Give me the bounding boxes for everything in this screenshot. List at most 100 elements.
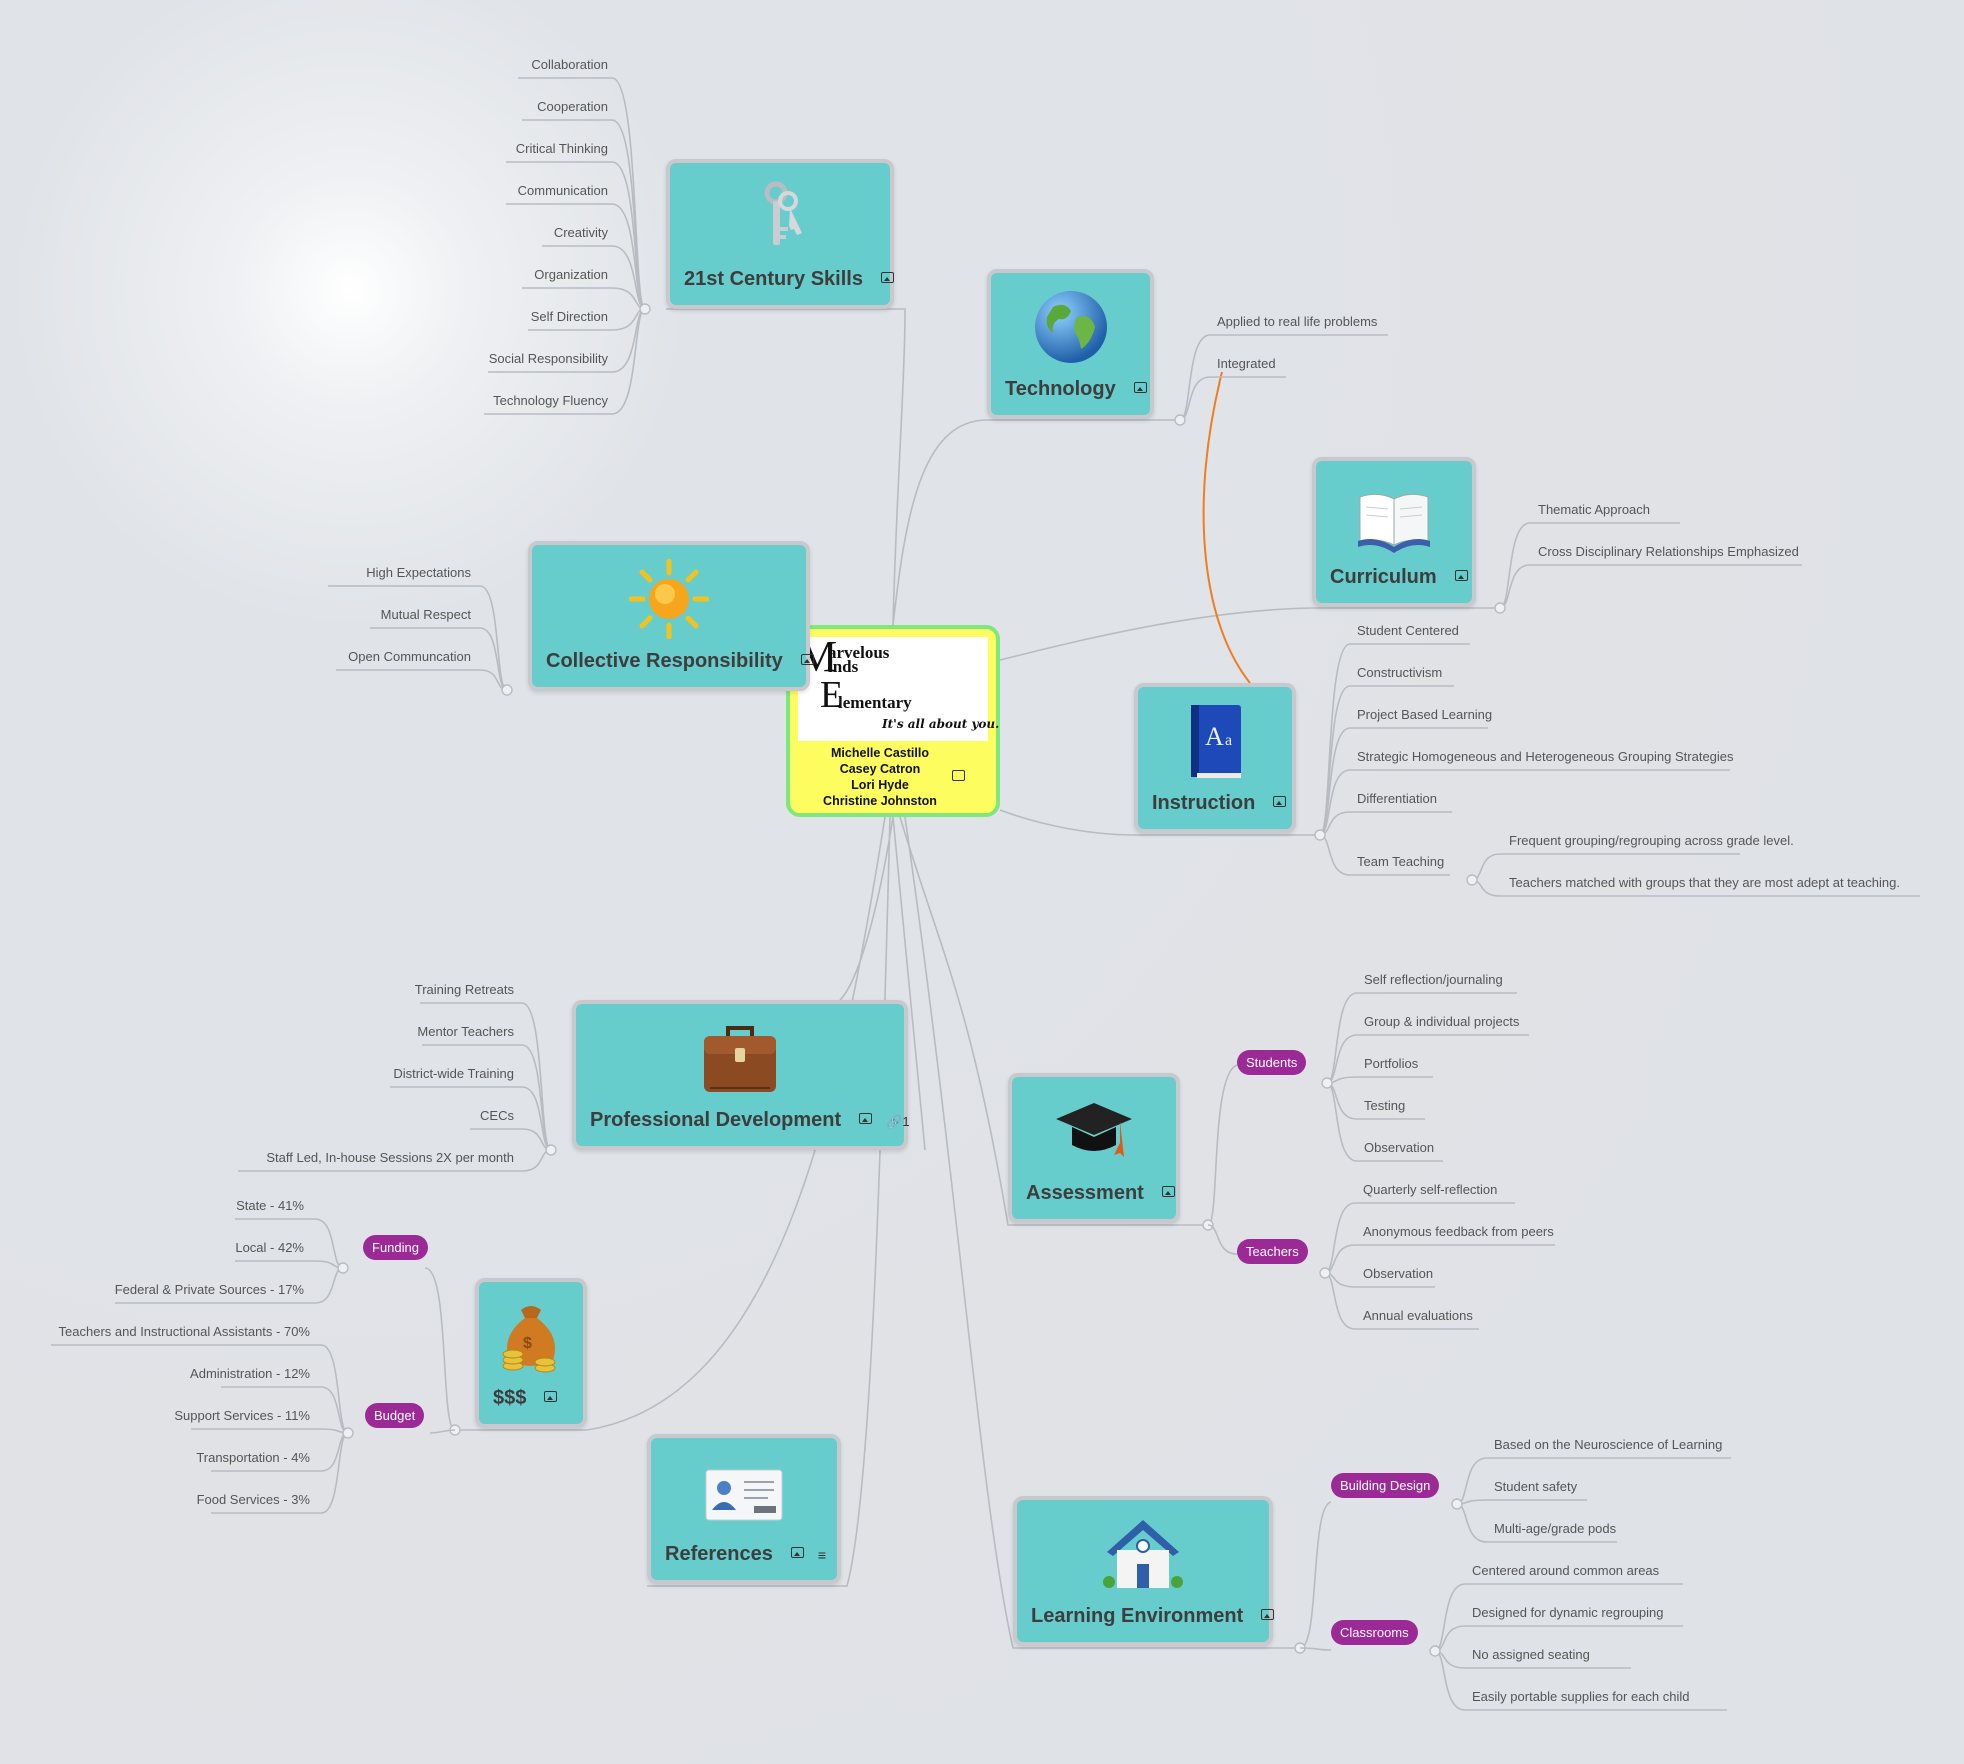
school-logo: M arvelous inds E lementary It's all abo…	[798, 632, 999, 741]
pill-classrooms[interactable]: Classrooms	[1331, 1620, 1418, 1645]
leaf-instruction[interactable]: Project Based Learning	[1357, 707, 1493, 722]
leaf-funding[interactable]: State - 41%	[236, 1198, 304, 1213]
leaf-classrooms[interactable]: Easily portable supplies for each child	[1472, 1689, 1690, 1704]
notes-icon[interactable]: ≡	[817, 1547, 827, 1563]
topic-instruction[interactable]: A a Instruction	[1134, 683, 1296, 833]
leaf-students[interactable]: Testing	[1364, 1098, 1406, 1113]
leaf-professional[interactable]: Staff Led, In-house Sessions 2X per mont…	[266, 1150, 514, 1165]
leaf-instruction[interactable]: Student Centered	[1357, 623, 1459, 638]
leaf-professional[interactable]: CECs	[480, 1108, 514, 1123]
topic-title: $$$	[493, 1387, 527, 1409]
topic-title: Technology	[1005, 378, 1116, 400]
leaf-budget[interactable]: Support Services - 11%	[174, 1408, 310, 1423]
leaf-students[interactable]: Group & individual projects	[1364, 1014, 1520, 1029]
image-icon[interactable]	[952, 770, 965, 781]
leaf-professional[interactable]: Mentor Teachers	[417, 1024, 514, 1039]
central-topic[interactable]: M arvelous inds E lementary It's all abo…	[786, 625, 1000, 817]
leaf-classrooms[interactable]: Centered around common areas	[1472, 1563, 1660, 1578]
leaf-instruction[interactable]: Constructivism	[1357, 665, 1443, 680]
leaf-curriculum[interactable]: Thematic Approach	[1538, 502, 1651, 517]
leaf-skill[interactable]: Organization	[534, 267, 608, 282]
leaf-professional[interactable]: District-wide Training	[393, 1066, 514, 1081]
topic-curriculum[interactable]: Curriculum	[1312, 457, 1476, 607]
leaf-building[interactable]: Multi-age/grade pods	[1494, 1521, 1617, 1536]
leaf-curriculum[interactable]: Cross Disciplinary Relationships Emphasi…	[1538, 544, 1799, 559]
leaf-collective[interactable]: High Expectations	[366, 565, 471, 580]
leaf-technology[interactable]: Applied to real life problems	[1217, 314, 1378, 329]
book-icon	[1316, 475, 1472, 555]
leaf-classrooms[interactable]: No assigned seating	[1472, 1647, 1590, 1662]
image-icon[interactable]	[544, 1391, 558, 1403]
topic-title: Learning Environment	[1031, 1605, 1244, 1627]
image-icon[interactable]	[1161, 1186, 1175, 1198]
leaf-funding[interactable]: Federal & Private Sources - 17%	[114, 1282, 304, 1297]
pill-students[interactable]: Students	[1237, 1050, 1307, 1075]
image-icon[interactable]	[1454, 570, 1468, 582]
svg-text:A: A	[1205, 722, 1224, 751]
leaf-collective[interactable]: Open Communcation	[348, 649, 471, 664]
leaf-technology[interactable]: Integrated	[1217, 356, 1276, 371]
logo-e-letter: E	[820, 674, 844, 716]
logo-line-3: lementary	[838, 693, 912, 712]
leaf-instruction[interactable]: Differentiation	[1357, 791, 1437, 806]
leaf-funding[interactable]: Local - 42%	[235, 1240, 304, 1255]
pill-teachers[interactable]: Teachers	[1237, 1239, 1308, 1264]
leaf-skill[interactable]: Critical Thinking	[515, 141, 608, 156]
leaf-instruction[interactable]: Team Teaching	[1357, 854, 1445, 869]
image-icon[interactable]	[790, 1547, 804, 1559]
leaf-budget[interactable]: Transportation - 4%	[196, 1450, 310, 1465]
pill-building-design[interactable]: Building Design	[1331, 1473, 1440, 1498]
topic-money[interactable]: $ $$$	[475, 1278, 587, 1428]
leaf-skill[interactable]: Technology Fluency	[493, 393, 608, 408]
leaf-skill[interactable]: Collaboration	[531, 57, 608, 72]
topic-title: Curriculum	[1330, 566, 1437, 588]
leaf-team-teaching[interactable]: Teachers matched with groups that they a…	[1509, 875, 1900, 890]
leaf-students[interactable]: Portfolios	[1364, 1056, 1419, 1071]
image-icon[interactable]	[880, 272, 894, 284]
house-icon	[1017, 1514, 1269, 1594]
leaf-teachers[interactable]: Anonymous feedback from peers	[1363, 1224, 1554, 1239]
leaf-students[interactable]: Observation	[1364, 1140, 1435, 1155]
link-count[interactable]: 🔗1	[886, 1114, 910, 1129]
topic-title: References	[665, 1543, 773, 1565]
topic-professional-development[interactable]: Professional Development🔗1	[572, 1000, 910, 1150]
topic-21st-century-skills[interactable]: 21st Century Skills	[666, 159, 894, 309]
image-icon[interactable]	[1261, 1609, 1275, 1621]
leaf-building[interactable]: Student safety	[1494, 1479, 1578, 1494]
leaf-budget[interactable]: Food Services - 3%	[196, 1492, 310, 1507]
leaf-budget[interactable]: Administration - 12%	[190, 1366, 310, 1381]
pill-funding[interactable]: Funding	[363, 1235, 428, 1260]
leaf-budget[interactable]: Teachers and Instructional Assistants - …	[58, 1324, 310, 1339]
topic-technology[interactable]: Technology	[987, 269, 1154, 419]
topic-references[interactable]: References ≡	[647, 1434, 841, 1584]
leaf-skill[interactable]: Social Responsibility	[488, 351, 608, 366]
topic-assessment[interactable]: Assessment	[1008, 1073, 1180, 1223]
pill-budget[interactable]: Budget	[365, 1403, 425, 1428]
author-list: Michelle Castillo Casey Catron Lori Hyde…	[810, 745, 950, 809]
topic-learning-environment[interactable]: Learning Environment	[1013, 1496, 1275, 1646]
leaf-students[interactable]: Self reflection/journaling	[1364, 972, 1503, 987]
leaf-team-teaching[interactable]: Frequent grouping/regrouping across grad…	[1509, 833, 1794, 848]
image-icon[interactable]	[859, 1113, 873, 1125]
leaf-building[interactable]: Based on the Neuroscience of Learning	[1494, 1437, 1723, 1452]
leaf-classrooms[interactable]: Designed for dynamic regrouping	[1472, 1605, 1664, 1620]
leaf-teachers[interactable]: Annual evaluations	[1363, 1308, 1473, 1323]
leaf-teachers[interactable]: Observation	[1363, 1266, 1434, 1281]
leaf-skill[interactable]: Creativity	[553, 225, 608, 240]
image-icon[interactable]	[800, 654, 814, 666]
topic-collective-responsibility[interactable]: Collective Responsibility	[528, 541, 814, 691]
id-card-icon	[651, 1452, 837, 1532]
leaf-collective[interactable]: Mutual Respect	[380, 607, 471, 622]
leaf-skill[interactable]: Self Direction	[530, 309, 608, 324]
leaf-instruction[interactable]: Strategic Homogeneous and Heterogeneous …	[1357, 749, 1734, 764]
link-count-value: 1	[902, 1114, 910, 1129]
image-icon[interactable]	[1133, 382, 1147, 394]
svg-text:$: $	[523, 1335, 532, 1352]
leaf-skill[interactable]: Communication	[517, 183, 608, 198]
dictionary-icon: A a	[1138, 701, 1292, 781]
leaf-teachers[interactable]: Quarterly self-reflection	[1363, 1182, 1498, 1197]
leaf-professional[interactable]: Training Retreats	[414, 982, 514, 997]
briefcase-icon	[576, 1018, 904, 1098]
image-icon[interactable]	[1273, 796, 1287, 808]
leaf-skill[interactable]: Cooperation	[537, 99, 608, 114]
